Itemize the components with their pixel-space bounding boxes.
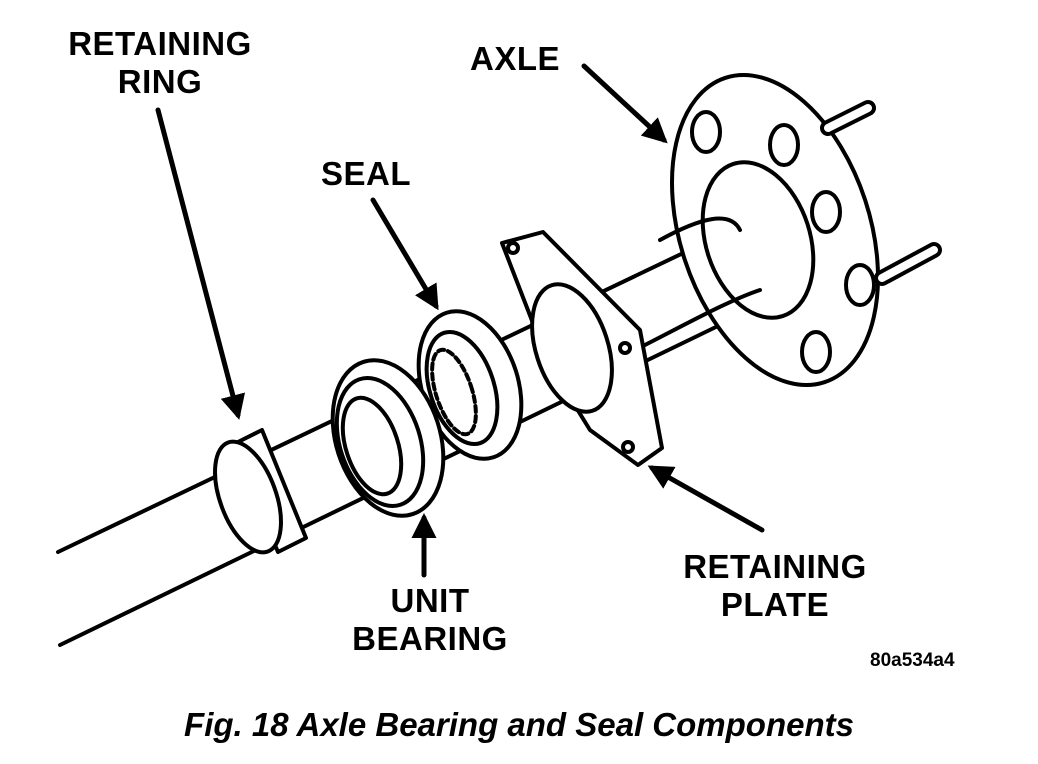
label-line: PLATE bbox=[720, 586, 830, 623]
reference-code: 80a534a4 bbox=[870, 650, 955, 671]
label-seal: SEAL bbox=[306, 155, 426, 193]
label-axle: AXLE bbox=[455, 40, 575, 78]
label-line: RETAINING bbox=[68, 25, 252, 62]
arrow-seal bbox=[370, 197, 439, 311]
axle-flange bbox=[643, 73, 942, 387]
label-line: BEARING bbox=[352, 620, 508, 657]
label-unit-bearing: UNIT BEARING bbox=[330, 582, 530, 658]
leader-arrows bbox=[155, 63, 765, 578]
label-line: RETAINING bbox=[683, 548, 867, 585]
unit-bearing bbox=[330, 358, 446, 518]
label-line: RING bbox=[117, 63, 203, 100]
wheel-stud bbox=[820, 100, 876, 136]
retaining-plate bbox=[500, 230, 664, 467]
arrow-retaining-plate bbox=[647, 465, 765, 533]
label-line: SEAL bbox=[320, 155, 411, 192]
wheel-stud bbox=[874, 242, 942, 286]
figure-caption: Fig. 18 Axle Bearing and Seal Components bbox=[184, 706, 854, 743]
retaining-ring bbox=[213, 428, 308, 555]
label-retaining-plate: RETAINING PLATE bbox=[655, 548, 895, 624]
arrow-axle bbox=[581, 63, 668, 144]
label-line: AXLE bbox=[469, 40, 560, 77]
label-retaining-ring: RETAINING RING bbox=[40, 25, 280, 101]
label-line: UNIT bbox=[390, 582, 470, 619]
arrow-retaining-ring bbox=[155, 107, 246, 420]
